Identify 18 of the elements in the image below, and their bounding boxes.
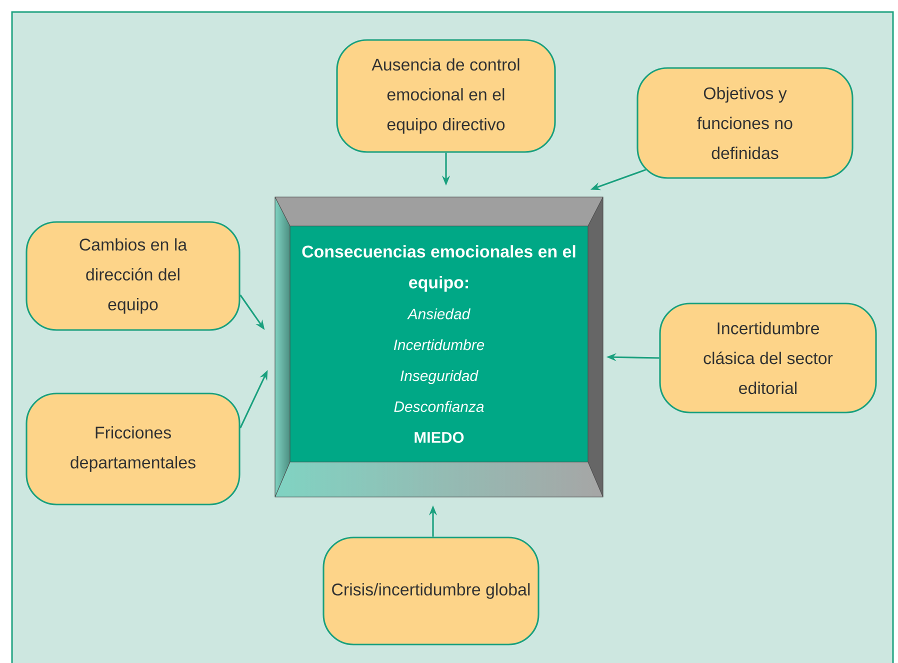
cause-box xyxy=(636,67,854,179)
node-text: Fricciones departamentales xyxy=(70,426,196,472)
node-text: Objetivos y funciones no definidas xyxy=(697,86,792,160)
cause-box xyxy=(659,302,877,414)
node-text: Incertidumbre clásica del sector editorial xyxy=(704,322,833,394)
cause-box xyxy=(322,536,540,646)
cause-box xyxy=(336,39,556,153)
node-text: Crisis/incertidumbre global xyxy=(332,583,530,599)
list-item: Incertidumbre xyxy=(394,339,484,350)
cause-box xyxy=(26,221,240,331)
heading: Consecuencias emocionales en el equipo: xyxy=(302,245,576,292)
list-item: Inseguridad xyxy=(400,370,478,384)
list-item: Desconfianza xyxy=(394,401,484,412)
node-text: Ausencia de control emocional en el equipo directivo xyxy=(372,58,520,134)
node-text: Cambios en la dirección del equipo xyxy=(80,238,188,314)
list-item: Ansiedad xyxy=(407,308,471,320)
cause-box xyxy=(26,392,240,506)
emphasis-text: MIEDO xyxy=(414,432,464,443)
